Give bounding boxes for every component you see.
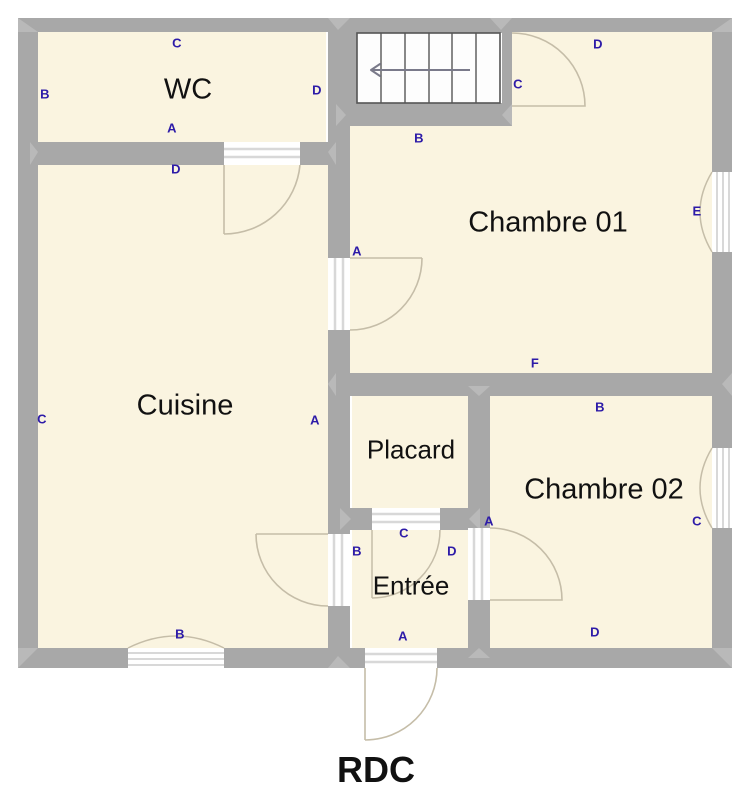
stair-direction-arrow-icon xyxy=(370,63,381,77)
wall-outer-top xyxy=(18,18,732,32)
door-swing-wc-cuisine xyxy=(223,164,301,235)
room-fill-wc xyxy=(36,30,326,142)
opening-chambre01-window-e xyxy=(712,172,736,252)
wall-outer-left xyxy=(18,18,38,668)
window-arc-cuisine-b xyxy=(127,635,225,649)
wall-outer-right xyxy=(712,18,732,668)
wall-stair-bottom xyxy=(336,104,512,126)
wall-corner-bevels xyxy=(18,18,732,668)
wall-vertical-spine xyxy=(328,18,350,668)
opening-entree-door-b xyxy=(328,534,350,606)
opening-wc-cuisine-door xyxy=(224,142,300,165)
door-swing-cuisine-chambre01 xyxy=(349,257,423,331)
opening-chambre02-door-a xyxy=(468,528,490,600)
room-fill-chambre02 xyxy=(488,396,714,650)
opening-entree-front-door xyxy=(365,648,437,670)
opening-cuisine-chambre01-door xyxy=(328,258,350,330)
opening-placard-entree-door xyxy=(372,508,440,530)
staircase xyxy=(356,32,501,104)
door-swing-entree-front xyxy=(364,667,438,741)
door-swing-stair xyxy=(511,32,586,107)
room-fill-entree xyxy=(352,528,470,650)
door-swing-chambre02-a xyxy=(489,527,563,601)
plan-title: RDC xyxy=(337,749,415,790)
room-fill-placard xyxy=(352,396,470,510)
opening-chambre02-window-c xyxy=(712,448,736,528)
door-swing-entree-b xyxy=(255,533,329,607)
opening-cuisine-window-b xyxy=(128,648,224,670)
window-arc-chambre02-c xyxy=(699,447,713,529)
room-fill-cuisine xyxy=(36,165,330,648)
wall-chambre01-bottom xyxy=(336,373,732,396)
door-swing-placard xyxy=(371,529,441,599)
window-arc-chambre01-e xyxy=(699,171,713,253)
